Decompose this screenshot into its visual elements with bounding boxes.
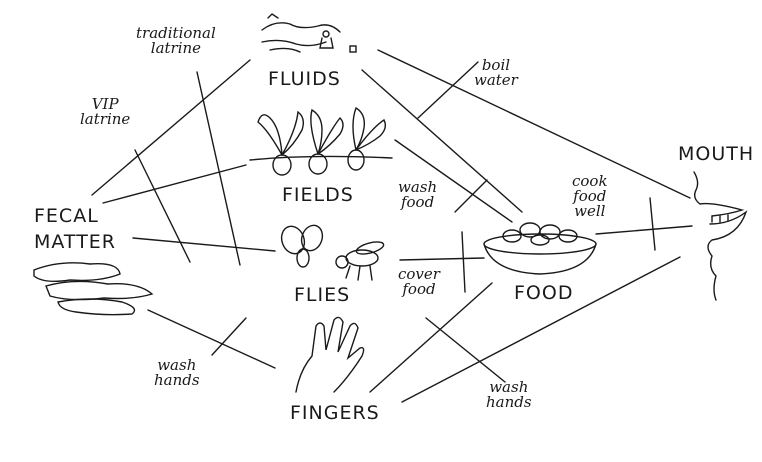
path-fecal-to-fingers	[147, 309, 276, 369]
barrier-boil-water-label: boil water	[474, 58, 518, 88]
barrier-wash-hands-right-line1: wash	[489, 378, 529, 396]
path-flies-to-food	[399, 257, 485, 261]
fields-illustration	[249, 106, 393, 176]
barrier-cook-food-line1: cook	[572, 172, 608, 190]
barrier-wash-food-line1: wash	[398, 178, 438, 196]
node-flies-label: FLIES	[294, 284, 351, 306]
node-mouth-label: MOUTH	[678, 143, 755, 165]
barrier-cook-food	[649, 197, 656, 251]
path-fluids-to-mouth	[377, 49, 691, 199]
barrier-cook-food-line3: well	[574, 202, 606, 220]
barrier-wash-hands-right	[425, 317, 506, 383]
path-fecal-to-fields	[102, 164, 247, 204]
barrier-cover-food	[461, 231, 466, 293]
barrier-traditional-latrine	[196, 71, 241, 266]
node-fecal-matter-label-line1: FECAL	[34, 205, 99, 227]
barrier-vip-latrine	[134, 149, 191, 263]
node-food-label: FOOD	[514, 282, 574, 304]
barrier-wash-food	[454, 179, 488, 213]
barrier-vip-latrine-label: VIP latrine	[80, 97, 130, 127]
barrier-traditional-latrine-line2: latrine	[150, 39, 202, 57]
barrier-cover-food-line1: cover	[398, 265, 440, 283]
barrier-boil-water-line1: boil	[481, 56, 511, 74]
feces-illustration	[33, 262, 154, 316]
barrier-wash-hands-left-line1: wash	[157, 356, 197, 374]
barrier-wash-hands-right-line2: hands	[486, 393, 532, 411]
node-fields-label: FIELDS	[282, 184, 354, 206]
flies-illustration	[280, 224, 385, 281]
barrier-boil-water-line2: water	[474, 71, 518, 89]
barrier-wash-hands-left-label: wash hands	[154, 358, 200, 388]
path-fecal-to-fluids	[91, 59, 251, 196]
barrier-vip-latrine-line2: latrine	[80, 110, 131, 128]
path-fingers-to-food	[369, 282, 493, 393]
barrier-wash-hands-left	[211, 317, 247, 356]
path-fingers-to-mouth	[401, 256, 681, 403]
barrier-wash-food-label: wash food	[398, 180, 437, 210]
path-fecal-to-flies	[132, 237, 276, 252]
path-fields-to-food	[394, 139, 513, 223]
barrier-cook-food-line2: food	[573, 187, 607, 205]
barrier-wash-hands-right-label: wash hands	[486, 380, 532, 410]
barrier-traditional-latrine-label: traditional latrine	[136, 26, 216, 56]
barrier-vip-latrine-line1: VIP	[91, 95, 119, 113]
mouth-illustration	[693, 171, 748, 301]
barrier-cook-food-label: cook food well	[572, 174, 608, 219]
barrier-cover-food-line2: food	[402, 280, 436, 298]
barrier-boil-water	[417, 61, 479, 119]
barrier-wash-food-line2: food	[400, 193, 435, 211]
transmission-paths	[91, 49, 693, 403]
path-food-to-mouth	[595, 225, 693, 235]
barrier-strokes	[134, 61, 656, 383]
path-fluids-to-food	[361, 69, 523, 213]
node-fingers-label: FINGERS	[290, 402, 380, 424]
hand-illustration	[295, 316, 365, 393]
barrier-wash-hands-left-line2: hands	[154, 371, 200, 389]
barrier-cover-food-label: cover food	[398, 267, 440, 297]
stream-illustration	[261, 13, 357, 53]
node-fecal-matter-label-line2: MATTER	[34, 231, 116, 253]
node-fluids-label: FLUIDS	[268, 68, 341, 90]
barrier-traditional-latrine-line1: traditional	[136, 24, 216, 42]
food-bowl-illustration	[483, 222, 597, 275]
